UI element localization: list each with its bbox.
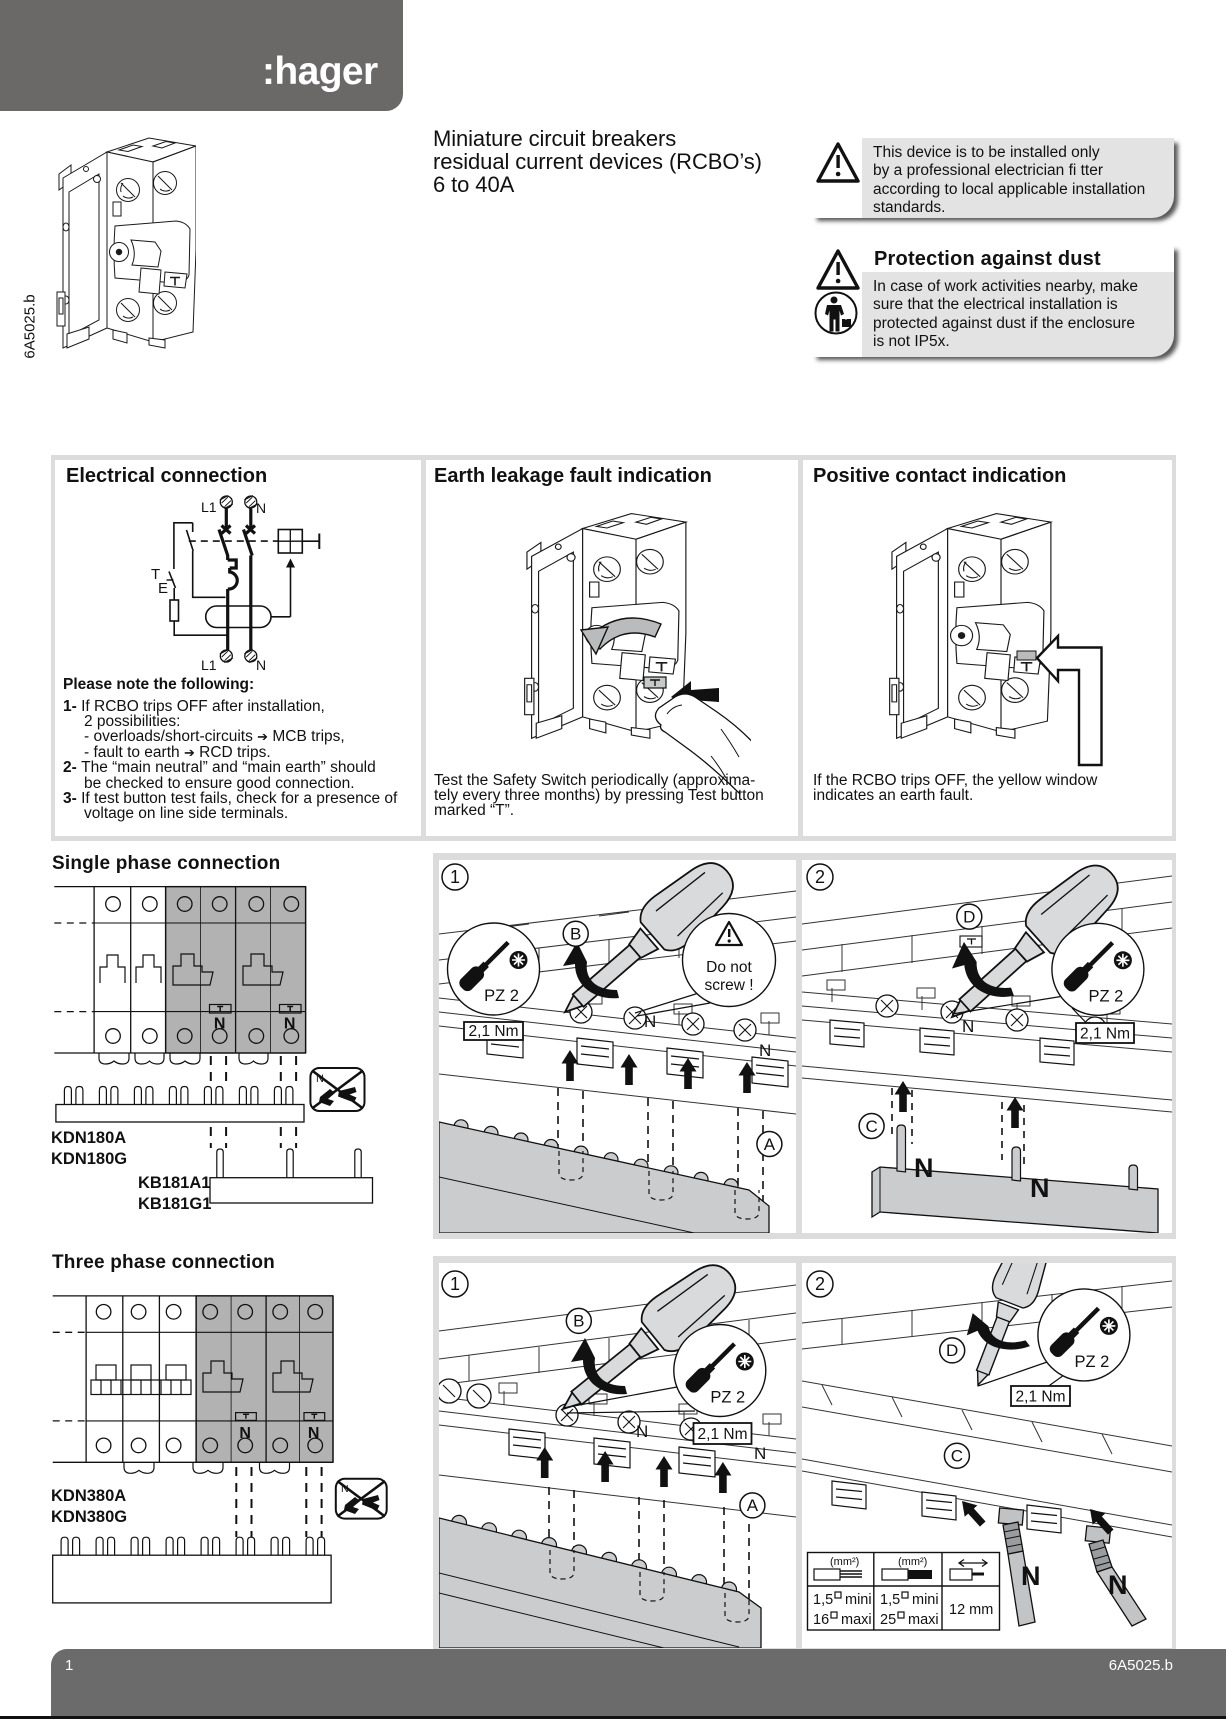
svg-text:N: N	[1030, 1173, 1050, 1203]
svg-text:B: B	[573, 1312, 584, 1331]
svg-text:T: T	[151, 566, 160, 583]
svg-text:L1: L1	[201, 657, 217, 673]
svg-text:1: 1	[450, 867, 460, 887]
svg-text:2: 2	[815, 1274, 825, 1294]
svg-text:D: D	[946, 1341, 958, 1360]
svg-text:N: N	[759, 1041, 771, 1060]
svg-text:1,5: 1,5	[813, 1592, 833, 1608]
svg-text:C: C	[865, 1117, 877, 1136]
svg-text:A: A	[764, 1135, 776, 1154]
svg-text:maxi: maxi	[908, 1612, 939, 1628]
svg-text:screw !: screw !	[704, 977, 753, 994]
svg-text:N: N	[284, 1016, 296, 1033]
svg-text:1: 1	[450, 1274, 460, 1294]
svg-text:N: N	[214, 1016, 226, 1033]
svg-text:N: N	[1021, 1561, 1041, 1591]
svg-text:C: C	[951, 1447, 963, 1466]
svg-text:(mm²): (mm²)	[898, 1556, 927, 1568]
svg-text:N: N	[962, 1017, 974, 1036]
svg-text:D: D	[963, 907, 975, 926]
svg-text:B: B	[570, 925, 581, 944]
svg-text:2,1 Nm: 2,1 Nm	[1016, 1389, 1066, 1406]
svg-text:maxi: maxi	[841, 1612, 872, 1628]
svg-text:Do not: Do not	[706, 959, 752, 976]
svg-text:12 mm: 12 mm	[949, 1602, 993, 1618]
svg-text:E: E	[158, 580, 168, 597]
svg-text:N: N	[1108, 1570, 1128, 1600]
svg-text:N: N	[341, 1483, 349, 1495]
svg-text:25: 25	[880, 1612, 896, 1628]
svg-text:N: N	[636, 1422, 648, 1441]
svg-text:N: N	[256, 500, 266, 516]
svg-text:mini: mini	[845, 1592, 872, 1608]
svg-text:16: 16	[813, 1612, 829, 1628]
svg-text:2: 2	[815, 867, 825, 887]
svg-text:2,1 Nm: 2,1 Nm	[1080, 1026, 1130, 1043]
svg-text:L1: L1	[201, 499, 217, 515]
svg-text:A: A	[747, 1496, 759, 1515]
svg-text:N: N	[914, 1153, 934, 1183]
svg-text:N: N	[239, 1425, 251, 1442]
svg-text:mini: mini	[912, 1592, 939, 1608]
svg-text:N: N	[256, 657, 266, 673]
svg-text:N: N	[754, 1444, 766, 1463]
svg-text:N: N	[644, 1012, 656, 1031]
svg-text:2,1 Nm: 2,1 Nm	[469, 1023, 519, 1040]
svg-text:N: N	[316, 1073, 324, 1085]
svg-text:2,1 Nm: 2,1 Nm	[698, 1426, 748, 1443]
svg-text:N: N	[308, 1425, 320, 1442]
svg-text:(mm²): (mm²)	[830, 1556, 859, 1568]
svg-text:1,5: 1,5	[880, 1592, 900, 1608]
